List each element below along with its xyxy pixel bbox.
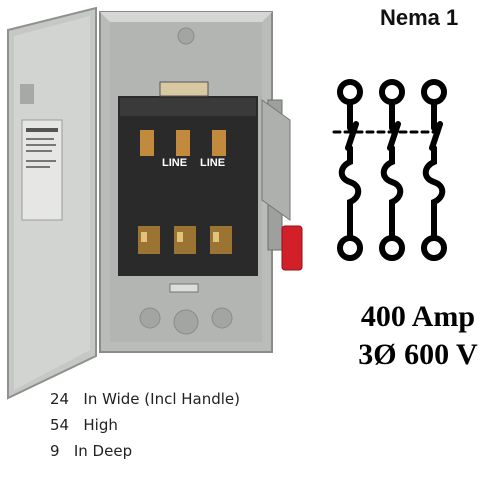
door-label [21,119,63,221]
dimension-value: 24 [50,390,70,408]
amperage-rating: 400 Amp [360,300,476,333]
three-pole-fused-switch-icon [332,79,447,261]
dimension-label: In Wide (Incl Handle) [83,390,241,408]
line-label-2: LINE [200,157,225,169]
dimensions-list: 24 In Wide (Incl Handle) 54 High 9 In De… [50,386,240,464]
dimension-depth: 9 In Deep [50,438,240,464]
voltage-rating: 3Ø 600 V [358,338,478,371]
dimension-value: 9 [50,442,60,460]
enclosure-type: Nema 1 [380,5,459,30]
pole-3-symbol [421,79,447,261]
dimension-label: In Deep [73,442,133,460]
pole-2-symbol [379,79,405,261]
pole-1-symbol [337,79,363,261]
dimension-width: 24 In Wide (Incl Handle) [50,386,240,412]
dimension-height: 54 High [50,412,240,438]
dimension-value: 54 [50,416,70,434]
dimension-label: High [83,416,118,434]
operating-handle [281,225,303,271]
line-label-1: LINE [162,157,187,169]
safety-switch-photo: LINE LINE [7,6,303,400]
